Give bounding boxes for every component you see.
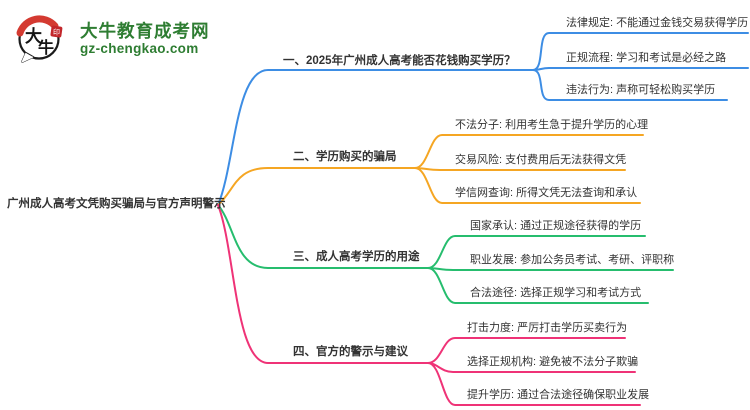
logo-text-top: 大 [25, 26, 42, 47]
branch2-child1: 不法分子: 利用考生急于提升学历的心理 [455, 119, 649, 131]
logo-cap-icon [16, 15, 59, 37]
branch3-child3: 合法途径: 选择正规学习和考试方式 [470, 287, 642, 299]
branch3-wire [217, 204, 674, 304]
svg-text:印: 印 [53, 29, 60, 37]
branch3-child1: 国家承认: 通过正规途径获得的学历 [470, 220, 642, 232]
branch4-child3: 提升学历: 通过合法途径确保职业发展 [467, 389, 650, 401]
branch1-child3: 违法行为: 声称可轻松购买学历 [566, 84, 716, 96]
branch2-child3: 学信网查询: 所得文凭无法查询和承认 [455, 187, 638, 199]
branch2-label: 二、学历购买的骗局 [293, 151, 397, 163]
branch1-label: 一、2025年广州成人高考能否花钱购买学历？ [283, 55, 516, 67]
site-header: 印 大 牛 大牛教育成考网 gz-chengkao.com [12, 10, 262, 66]
branch2-child2: 交易风险: 支付费用后无法获得文凭 [455, 154, 627, 166]
root-node: 广州成人高考文凭购买骗局与官方声明警示 [7, 198, 226, 210]
site-name: 大牛教育成考网 [80, 21, 210, 41]
branch1-child1: 法律规定: 不能通过金钱交易获得学历 [566, 17, 749, 29]
branch4-label: 四、官方的警示与建议 [293, 346, 408, 358]
branch2-wire [217, 134, 644, 206]
branch4-child1: 打击力度: 严厉打击学历买卖行为 [467, 322, 628, 334]
branch3-label: 三、成人高考学历的用途 [293, 251, 420, 263]
branch1-child2: 正规流程: 学习和考试是必经之路 [566, 52, 727, 64]
branch3-child2: 职业发展: 参加公务员考试、考研、评职称 [470, 254, 675, 266]
logo-bubble [18, 18, 60, 63]
logo-text-bottom: 牛 [38, 38, 54, 57]
branch1-wire [217, 32, 749, 206]
seal-icon: 印 [50, 25, 63, 38]
branch4-child2: 选择正规机构: 避免被不法分子欺骗 [467, 356, 639, 368]
site-domain: gz-chengkao.com [80, 41, 199, 56]
branch4-wire [217, 204, 641, 406]
site-logo: 印 大 牛 [16, 15, 63, 63]
